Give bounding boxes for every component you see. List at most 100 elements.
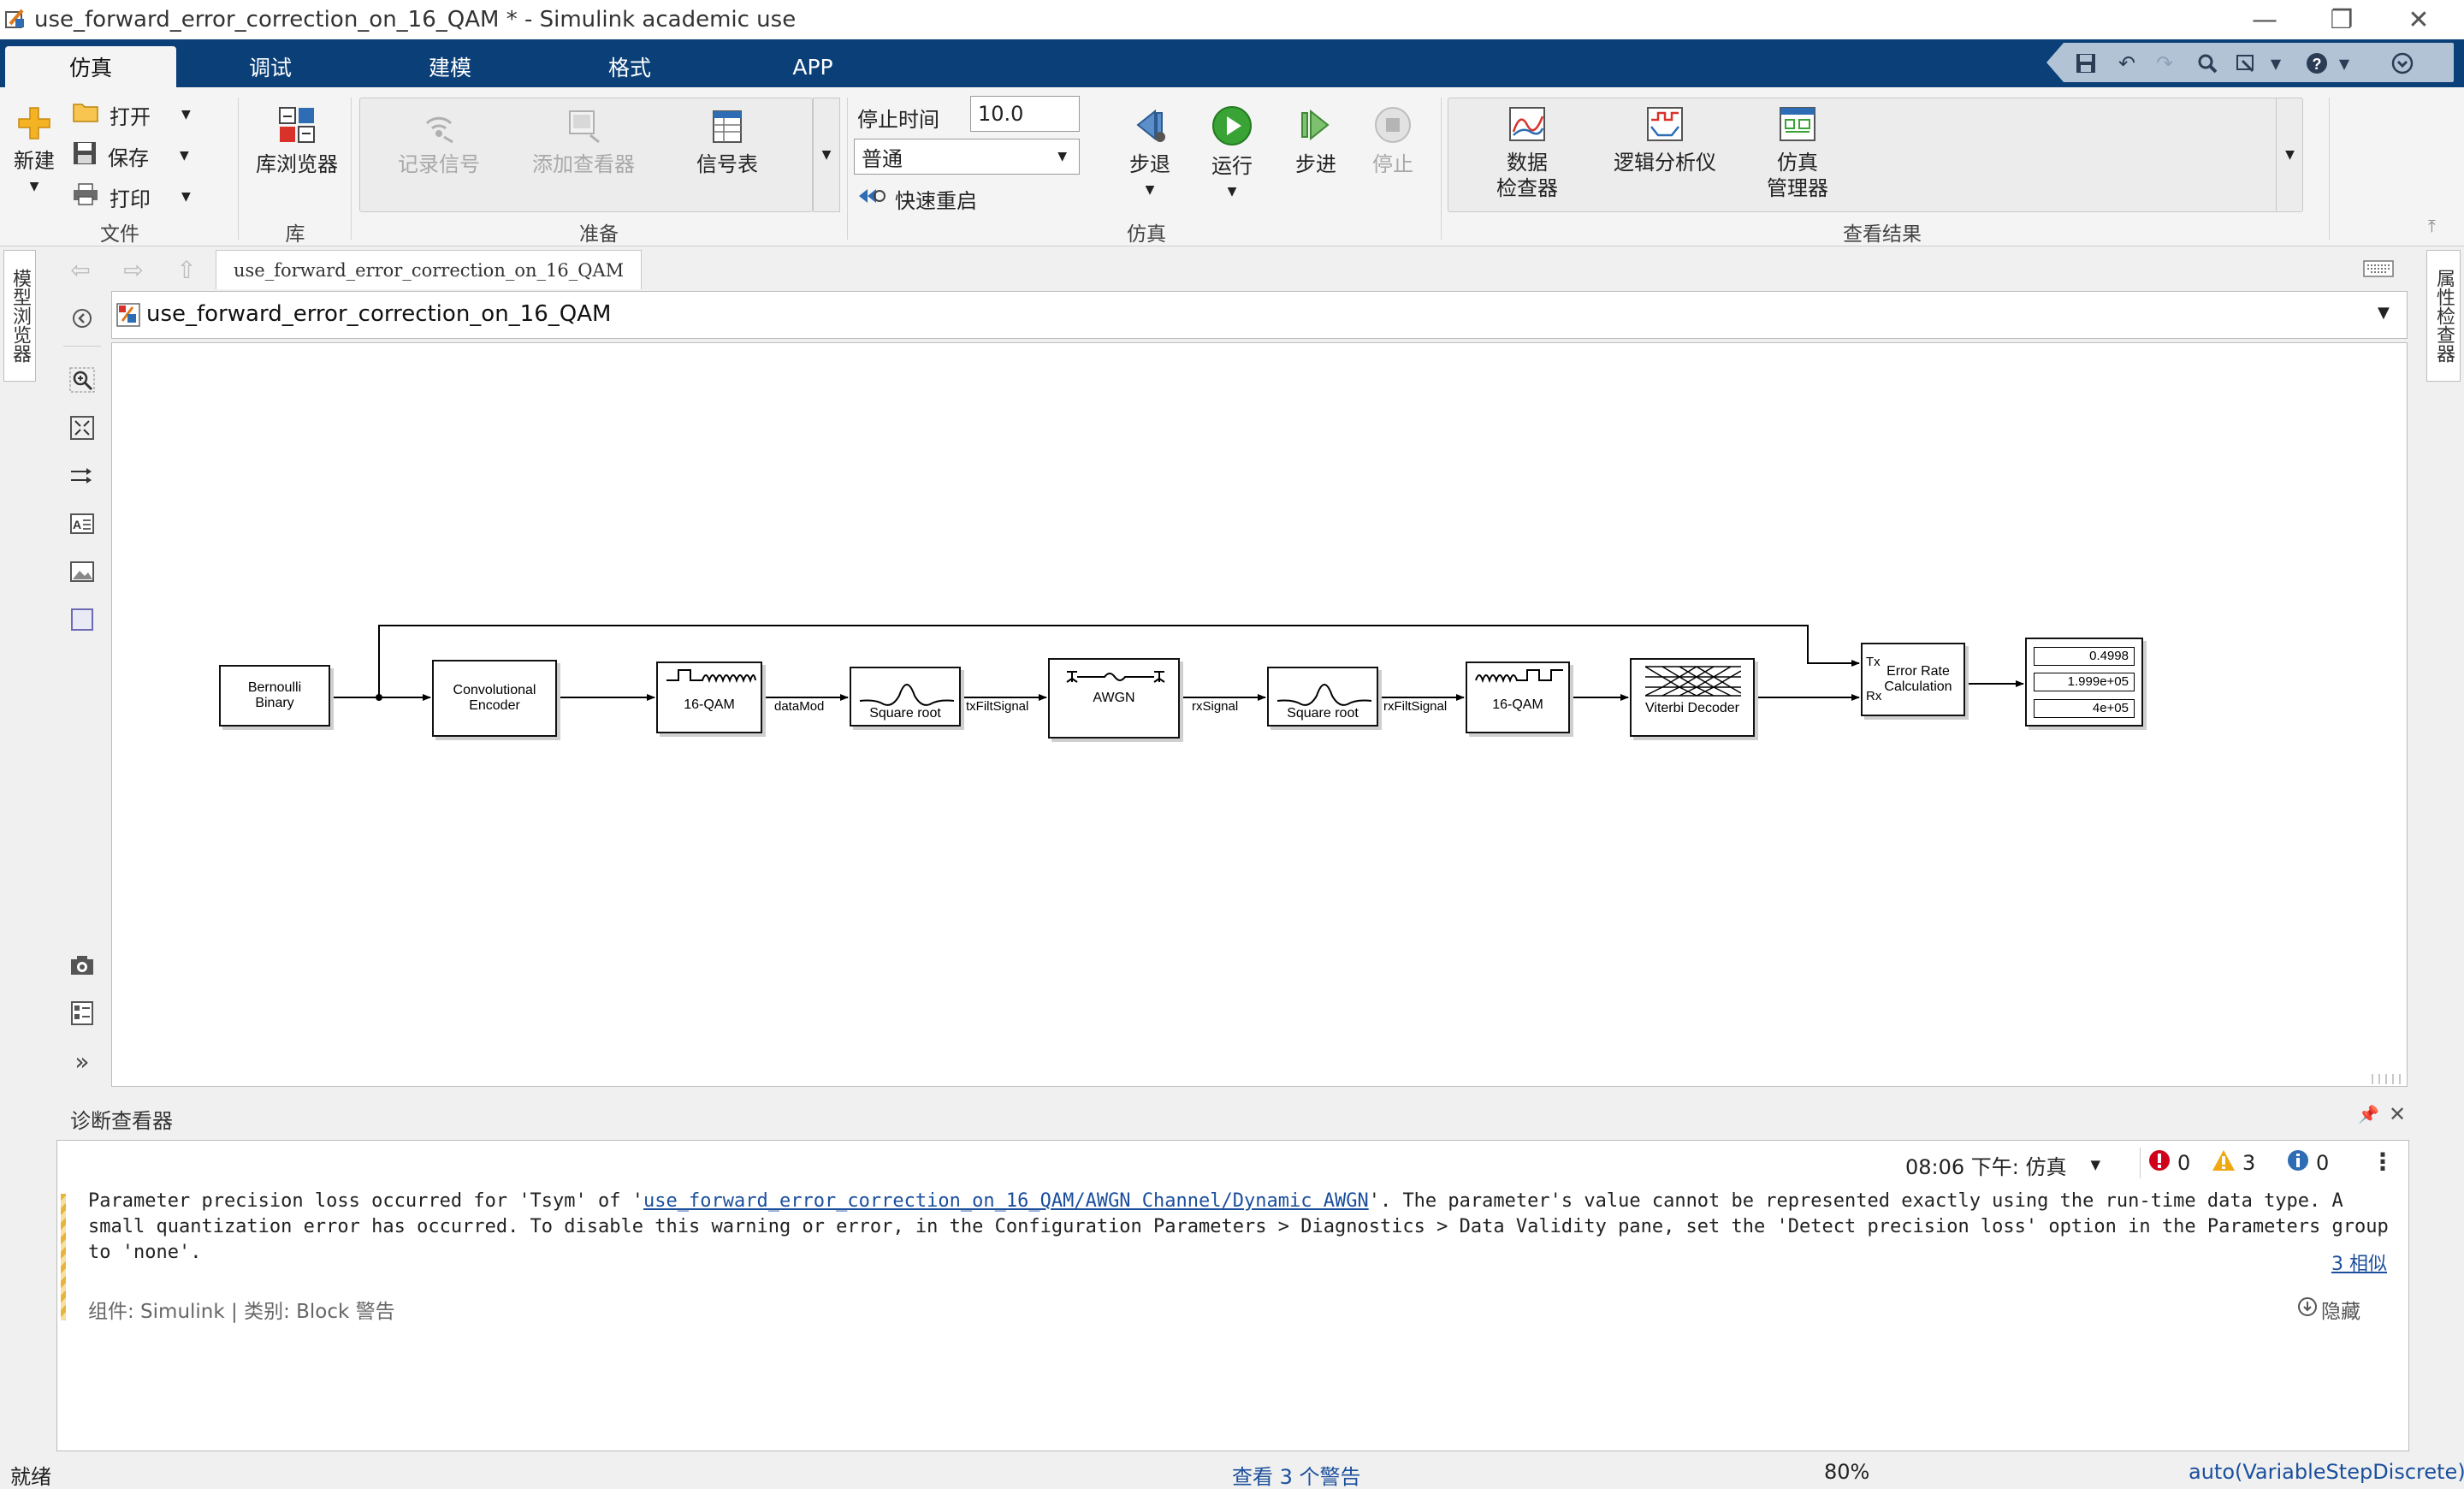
step-back-button[interactable]: 步退 ▼ [1117,104,1182,203]
simulation-manager-button[interactable]: 仿真 管理器 [1750,106,1845,201]
open-button[interactable]: 打开 ▼ [72,98,191,132]
signal-lines [330,625,2024,701]
search-icon[interactable] [2194,51,2221,75]
viewer-icon [563,108,604,151]
signal-table-button[interactable]: 信号表 [676,108,779,177]
tab-debug[interactable]: 调试 [248,56,292,80]
model-file-icon [116,302,141,328]
signal-lines-icon[interactable] [65,459,99,493]
qam-demodulator-block[interactable]: 16-QAM [1466,661,1570,733]
find-replace-icon[interactable] [2235,51,2262,75]
minimize-button[interactable]: — [2252,4,2277,35]
review-gallery-expand[interactable]: ▼ [2276,98,2303,212]
block-path-link[interactable]: use_forward_error_correction_on_16_QAM/A… [643,1190,1369,1212]
error-count: 0 [2177,1151,2191,1175]
tab-simulation[interactable]: 仿真 [5,46,176,87]
simulation-mode-select[interactable]: 普通 ▼ [854,139,1080,175]
address-dropdown-icon[interactable]: ▼ [2378,304,2390,322]
more-options-icon[interactable]: ⋮ [2371,1148,2395,1176]
collapse-ribbon-icon[interactable] [2389,51,2416,75]
print-button[interactable]: 打印 ▼ [72,180,191,214]
palette-divider [63,346,101,347]
screenshot-camera-icon[interactable] [65,948,99,982]
collapse-toolstrip-icon[interactable]: ⤒ [2428,216,2436,236]
log-signals-button[interactable]: 记录信号 [383,108,495,177]
data-inspector-button[interactable]: 数据 检查器 [1480,106,1574,201]
qam-modulator-block[interactable]: 16-QAM [656,661,762,733]
display-value-errors: 1.999e+05 [2034,673,2135,691]
simulation-mode-value: 普通 [862,146,903,171]
hide-warning-button[interactable]: 隐藏 [2297,1295,2360,1324]
property-inspector-tab[interactable]: 属性检查器 [2426,250,2461,382]
library-browser-button[interactable]: 库浏览器 [250,104,344,177]
error-count-filter[interactable]: 0 [2148,1149,2190,1177]
section-divider [238,98,239,240]
convolutional-encoder-block[interactable]: Convolutional Encoder [432,660,557,737]
solver-info-link[interactable]: auto(VariableStepDiscrete) [2189,1460,2464,1484]
warning-count-filter[interactable]: 3 [2212,1149,2255,1177]
block-label: Encoder [469,698,520,713]
tab-format[interactable]: 格式 [607,56,651,80]
prepare-gallery-expand[interactable]: ▼ [813,98,840,212]
chevron-down-icon: ▼ [181,190,191,204]
step-forward-button[interactable]: 步进 [1283,104,1348,177]
tab-apps[interactable]: APP [792,54,833,80]
rx-raised-cosine-filter-block[interactable]: Square root [1267,667,1378,727]
fit-to-view-icon[interactable] [65,411,99,445]
canvas-palette: A » [56,291,110,1087]
save-icon[interactable] [2072,51,2100,75]
resize-grip[interactable] [2369,1067,2403,1084]
bernoulli-binary-block[interactable]: Bernoulli Binary [219,665,330,727]
viterbi-decoder-block[interactable]: Viterbi Decoder [1630,658,1755,737]
annotation-icon[interactable]: A [65,507,99,541]
run-button[interactable]: 运行 ▼ [1199,104,1265,205]
model-browser-tab[interactable]: 模型浏览器 [3,250,36,382]
forward-arrow-icon[interactable]: ⇨ [123,255,144,284]
more-tools-icon[interactable]: » [74,1047,90,1076]
display-block[interactable]: 0.4998 1.999e+05 4e+05 [2025,638,2143,727]
property-inspector-icon[interactable] [65,996,99,1030]
error-rate-calculation-block[interactable]: Tx Rx Error Rate Calculation [1861,643,1965,716]
back-arrow-icon[interactable]: ⇦ [70,255,91,284]
redo-icon[interactable]: ↷ [2155,51,2174,75]
stop-time-input[interactable]: 10.0 [970,96,1080,132]
chevron-down-icon[interactable]: ▼ [2270,55,2282,72]
chevron-down-icon: ▼ [1227,185,1237,199]
help-icon[interactable]: ? [2303,51,2331,75]
demodulator-waveform-icon [1475,669,1563,684]
chevron-down-icon: ▼ [1057,150,1067,163]
hide-show-explorer-icon[interactable] [65,301,99,335]
new-model-button[interactable]: 新建 ▼ [9,104,60,199]
model-tab[interactable]: use_forward_error_correction_on_16_QAM [216,250,643,289]
view-warnings-link[interactable]: 查看 3 个警告 [1232,1465,1361,1489]
data-inspector-label-1: 数据 [1507,151,1548,175]
stop-button[interactable]: 停止 [1360,104,1425,177]
help-dropdown-icon[interactable]: ▼ [2338,55,2350,72]
logic-analyzer-button[interactable]: 逻辑分析仪 [1605,106,1725,175]
pin-icon[interactable]: 📌 [2358,1104,2379,1124]
maximize-button[interactable]: ❐ [2330,4,2354,35]
similar-warnings-link[interactable]: 3 相似 [2331,1254,2387,1275]
save-button[interactable]: 保存 ▼ [72,139,189,173]
fast-restart-toggle[interactable]: 快速重启 [857,181,977,216]
tab-modeling[interactable]: 建模 [428,56,471,80]
diagnostic-viewer-header: 诊断查看器 📌 ✕ [56,1095,2418,1136]
awgn-channel-block[interactable]: AWGN [1048,658,1180,739]
undo-icon[interactable]: ↶ [2118,51,2136,75]
add-viewer-button[interactable]: 添加查看器 [524,108,643,177]
time-filter-select[interactable]: 08:06 下午: 仿真 ▼ [1905,1148,2100,1182]
address-bar[interactable]: use_forward_error_correction_on_16_QAM ▼ [111,291,2408,339]
tx-raised-cosine-filter-block[interactable]: Square root [850,667,961,727]
keyboard-icon[interactable] [2363,258,2394,279]
close-button[interactable]: ✕ [2408,4,2430,35]
library-section-label: 库 [285,223,305,246]
model-canvas[interactable]: Bernoulli Binary Convolutional Encoder 1… [111,342,2408,1087]
zoom-in-icon[interactable] [65,363,99,397]
warning-message-line-1: Parameter precision loss occurred for 'T… [88,1189,2398,1214]
rx-port-label: Rx [1866,689,1882,703]
close-panel-icon[interactable]: ✕ [2389,1102,2407,1126]
info-count-filter[interactable]: 0 [2287,1149,2329,1177]
area-icon[interactable] [65,602,99,637]
up-arrow-icon[interactable]: ⇧ [176,255,197,284]
image-icon[interactable] [65,555,99,589]
